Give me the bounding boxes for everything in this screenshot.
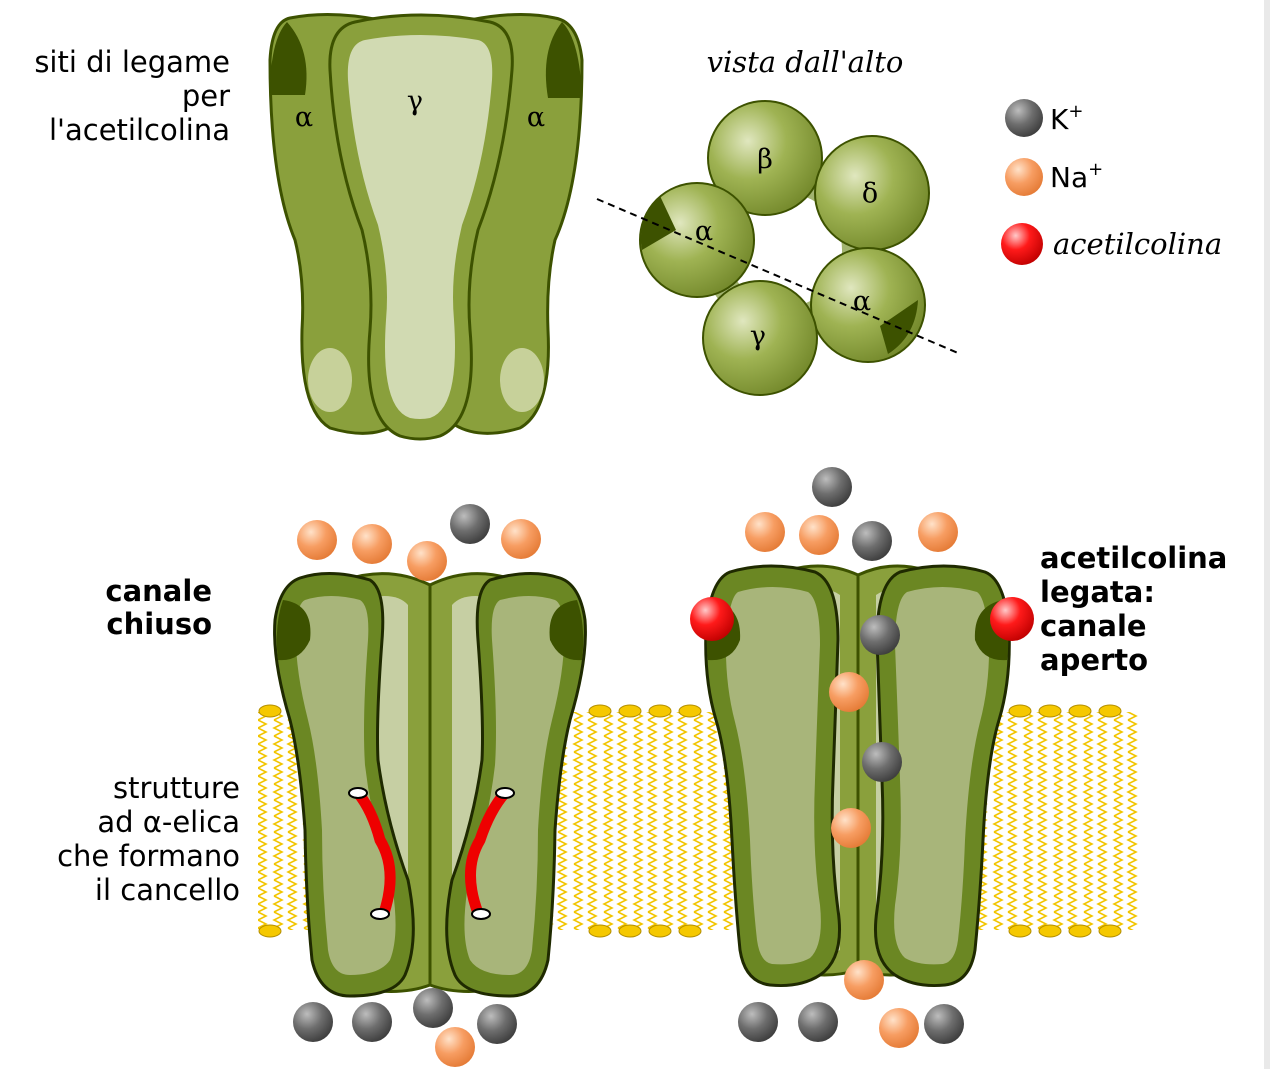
lipid-head	[259, 925, 281, 937]
side-label-alpha-right: α	[527, 102, 545, 133]
acetylcholine-icon	[1001, 223, 1043, 265]
potassium-ion	[812, 467, 852, 507]
potassium-ion-in-pore	[862, 742, 902, 782]
legend-sodium-text: Na+	[1050, 159, 1103, 194]
bound-acetylcholine-left	[690, 597, 734, 641]
lipid-head	[649, 925, 671, 937]
legend-item-acetylcholine: acetilcolina	[1001, 223, 1222, 265]
potassium-ion-icon	[1005, 99, 1043, 137]
gate-label-line-2: ad α-elica	[97, 805, 240, 839]
potassium-ion	[450, 504, 490, 544]
closed-channel	[275, 573, 586, 996]
closed-label-line-2: chiuso	[106, 607, 212, 641]
open-channel-label: acetilcolina legata: canale aperto	[1040, 541, 1227, 677]
legend-potassium-text: K+	[1050, 101, 1083, 136]
sodium-ion	[918, 512, 958, 552]
bound-acetylcholine-right	[990, 597, 1034, 641]
lipid-head	[259, 705, 281, 717]
legend-item-potassium: K+	[1005, 99, 1083, 137]
sodium-ion	[879, 1008, 919, 1048]
top-label-delta: δ	[862, 178, 878, 209]
potassium-ion	[852, 521, 892, 561]
open-label-line-2: legata:	[1040, 575, 1155, 609]
helix-cap-left-bottom	[371, 909, 389, 919]
helix-cap-right-top	[496, 788, 514, 798]
sodium-ion-icon	[1005, 158, 1043, 196]
side-label-alpha-left: α	[295, 102, 313, 133]
lipid-head	[1009, 705, 1031, 717]
top-view-receptor: β δ α α γ	[597, 101, 958, 395]
open-label-line-3: canale	[1040, 609, 1147, 643]
lipid-head	[589, 705, 611, 717]
lipid-head	[1099, 925, 1121, 937]
top-view-title: vista dall'alto	[707, 45, 904, 79]
potassium-ion-in-pore	[860, 615, 900, 655]
lipid-head	[619, 925, 641, 937]
sodium-ion	[799, 515, 839, 555]
open-label-line-4: aperto	[1040, 643, 1148, 677]
potassium-ion	[293, 1002, 333, 1042]
lipid-head	[679, 925, 701, 937]
sodium-ion-in-pore	[831, 808, 871, 848]
lipid-head	[679, 705, 701, 717]
sodium-ion	[297, 520, 337, 560]
top-label-gamma: γ	[750, 321, 766, 352]
legend-acetylcholine-text: acetilcolina	[1053, 227, 1222, 261]
gate-helices-label: strutture ad α-elica che formano il canc…	[57, 771, 240, 907]
top-label-beta: β	[757, 144, 773, 175]
lipid-head	[1069, 705, 1091, 717]
potassium-ion	[477, 1004, 517, 1044]
helix-cap-right-bottom	[472, 909, 490, 919]
lipid-head	[1009, 925, 1031, 937]
lipid-head	[649, 705, 671, 717]
page-edge	[1264, 0, 1270, 1069]
gate-label-line-1: strutture	[113, 771, 240, 805]
lipid-head	[619, 705, 641, 717]
top-label-alpha-right: α	[853, 286, 871, 317]
sodium-ion	[352, 524, 392, 564]
lipid-head	[1039, 705, 1061, 717]
lipid-head	[1039, 925, 1061, 937]
binding-label-line-2: per	[182, 79, 230, 113]
helix-cap-left-top	[349, 788, 367, 798]
side-patch-left	[308, 348, 352, 412]
side-view-receptor: α γ α	[270, 14, 582, 439]
legend: K+ Na+ acetilcolina	[1001, 99, 1222, 265]
open-label-line-1: acetilcolina	[1040, 541, 1227, 575]
lipid-head	[1099, 705, 1121, 717]
binding-site-label: siti di legame per l'acetilcolina	[34, 45, 230, 147]
legend-item-sodium: Na+	[1005, 158, 1103, 196]
lipid-head	[1069, 925, 1091, 937]
potassium-ion	[413, 988, 453, 1028]
potassium-ion	[738, 1002, 778, 1042]
gate-label-line-4: il cancello	[95, 873, 240, 907]
sodium-ion	[844, 960, 884, 1000]
side-label-gamma: γ	[407, 86, 423, 117]
closed-channel-label: canale chiuso	[105, 574, 212, 641]
lipid-head	[589, 925, 611, 937]
side-patch-right	[500, 348, 544, 412]
binding-label-line-1: siti di legame	[34, 45, 230, 79]
sodium-ion	[745, 512, 785, 552]
sodium-ion-in-pore	[829, 672, 869, 712]
sodium-ion	[407, 541, 447, 581]
potassium-ion	[798, 1002, 838, 1042]
sodium-ion	[435, 1027, 475, 1067]
top-label-alpha-left: α	[695, 216, 713, 247]
potassium-ion	[924, 1004, 964, 1044]
binding-label-line-3: l'acetilcolina	[49, 113, 230, 147]
sodium-ion	[501, 519, 541, 559]
gate-label-line-3: che formano	[57, 839, 240, 873]
closed-label-line-1: canale	[105, 574, 212, 608]
potassium-ion	[352, 1002, 392, 1042]
